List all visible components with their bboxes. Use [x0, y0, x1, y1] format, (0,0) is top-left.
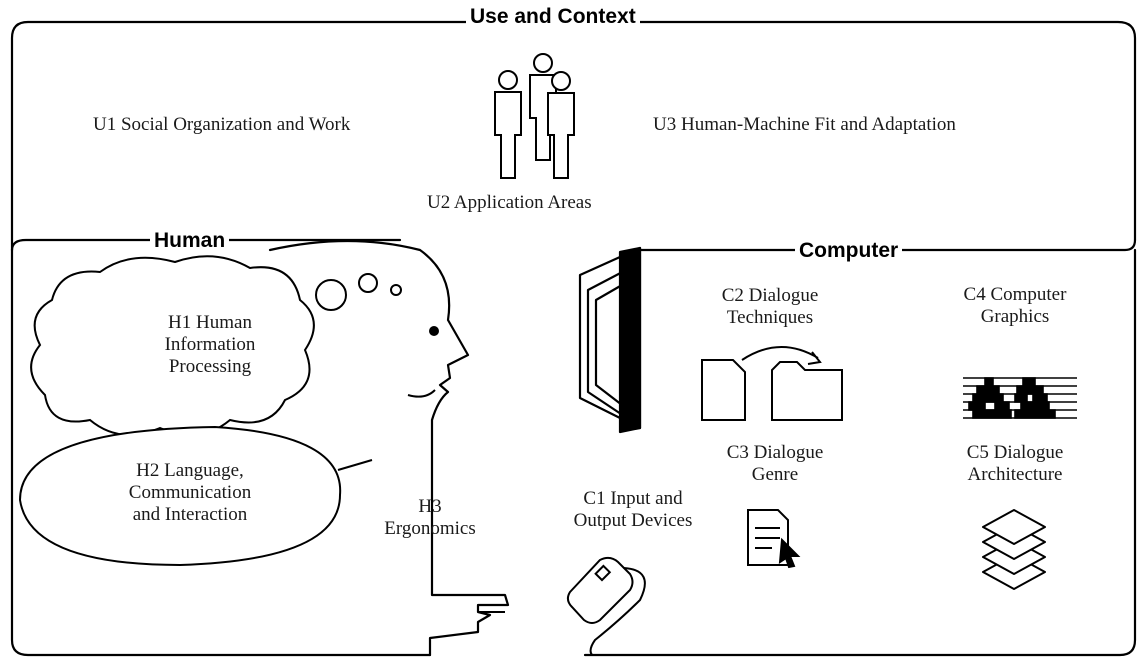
- u1-label: U1 Social Organization and Work: [93, 114, 351, 135]
- h3-label: H3 Ergonomics: [370, 496, 490, 540]
- h2-label: H2 Language, Communication and Interacti…: [75, 460, 305, 526]
- h2-line-3: and Interaction: [132, 503, 248, 525]
- document-icon: [701, 359, 746, 421]
- c2-label: C2 Dialogue Techniques: [690, 285, 850, 329]
- h3-line-1: H3: [418, 496, 442, 517]
- c1-line-2: Output Devices: [573, 509, 693, 531]
- use-context-title: Use and Context: [466, 6, 640, 27]
- c1-line-1: C1 Input and: [583, 488, 683, 509]
- c3-line-1: C3 Dialogue: [726, 442, 824, 463]
- speech-bubble-icon: [18, 425, 373, 567]
- h1-label: H1 Human Information Processing: [120, 312, 300, 378]
- c5-label: C5 Dialogue Architecture: [935, 442, 1095, 486]
- c5-line-2: Architecture: [967, 463, 1063, 485]
- thought-cloud-icon: [30, 255, 315, 436]
- people-group-icon: [494, 53, 575, 179]
- h1-line-1: H1 Human: [168, 312, 252, 333]
- human-box: [10, 238, 402, 252]
- folder-icon: [771, 361, 843, 421]
- human-head-icon: [268, 239, 510, 657]
- mouse-icon: [566, 556, 646, 656]
- c2-line-2: Techniques: [726, 306, 814, 328]
- computer-box: [638, 238, 1137, 252]
- c3-label: C3 Dialogue Genre: [695, 442, 855, 486]
- h2-line-2: Communication: [128, 481, 252, 503]
- u2-label: U2 Application Areas: [427, 192, 592, 213]
- h1-line-3: Processing: [168, 355, 252, 377]
- monitor-icon: [578, 246, 642, 434]
- c3-line-2: Genre: [751, 463, 799, 485]
- h3-line-2: Ergonomics: [384, 517, 476, 539]
- c4-line-2: Graphics: [980, 305, 1050, 327]
- document-cursor-icon: [747, 509, 801, 569]
- c2-line-1: C2 Dialogue: [721, 285, 819, 306]
- pixel-graphics-icon: [963, 377, 1077, 419]
- transfer-arrow-icon: [741, 346, 822, 365]
- h2-line-1: H2 Language,: [136, 460, 244, 481]
- computer-title: Computer: [795, 240, 903, 261]
- c5-line-1: C5 Dialogue: [966, 442, 1064, 463]
- h1-line-2: Information: [164, 333, 256, 355]
- c4-label: C4 Computer Graphics: [935, 284, 1095, 328]
- layers-icon: [982, 509, 1046, 590]
- c4-line-1: C4 Computer: [963, 284, 1067, 305]
- u3-label: U3 Human-Machine Fit and Adaptation: [653, 114, 956, 135]
- human-title: Human: [150, 230, 230, 251]
- c1-label: C1 Input and Output Devices: [548, 488, 718, 532]
